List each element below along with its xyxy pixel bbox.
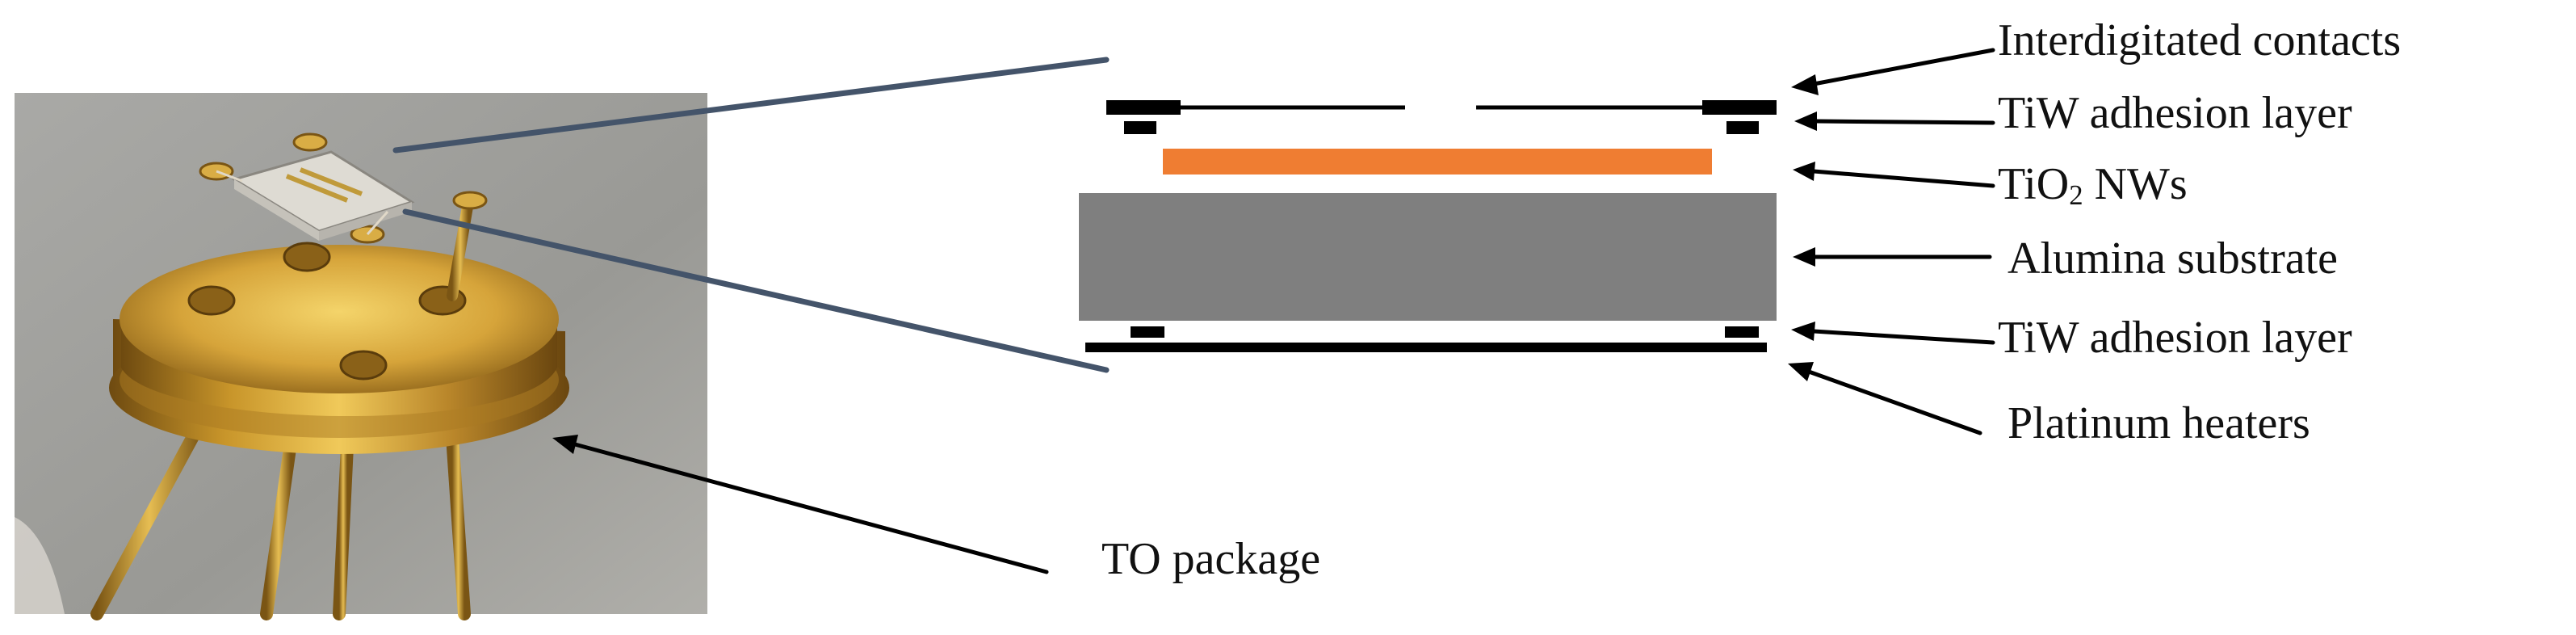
tiw-adhesion-bottom-right xyxy=(1725,326,1759,338)
zoom-lines xyxy=(392,57,1110,373)
arrow-interdigitated xyxy=(1791,48,1995,95)
label-tio2-prefix: TiO xyxy=(1998,159,2070,209)
tiw-adhesion-top-right xyxy=(1726,121,1759,134)
tiw-adhesion-bottom-left xyxy=(1131,326,1164,338)
label-tiw-adhesion-bottom: TiW adhesion layer xyxy=(1998,313,2352,363)
label-to-package: TO package xyxy=(1101,534,1321,584)
arrow-to-package xyxy=(552,435,1049,574)
contact-pad-left xyxy=(1106,100,1181,115)
tiw-adhesion-top-left xyxy=(1124,121,1156,134)
label-alumina-substrate: Alumina substrate xyxy=(2008,233,2339,284)
package-header-top xyxy=(120,245,559,393)
arrow-alumina xyxy=(1793,247,1992,267)
sensor-chip xyxy=(216,150,415,241)
to-package-photo xyxy=(15,93,707,620)
label-platinum-heaters: Platinum heaters xyxy=(2008,398,2310,448)
label-tio2-subscript: 2 xyxy=(2069,179,2083,211)
tio2-nanowire-layer xyxy=(1163,149,1712,175)
arrow-platinum xyxy=(1788,362,1982,435)
package-legs xyxy=(90,414,471,620)
platinum-heater-line xyxy=(1085,343,1767,352)
arrow-tiw-bottom xyxy=(1791,322,1995,345)
label-tio2-nws: TiO2 NWs xyxy=(1998,162,2188,210)
photo-shadow-bottom-left xyxy=(15,517,65,614)
zoom-line-bottom xyxy=(402,208,1110,373)
arrow-tiw-top xyxy=(1794,111,1995,131)
zoom-line-top xyxy=(392,57,1110,153)
pin-holes xyxy=(187,242,467,381)
contact-pad-right xyxy=(1702,100,1777,115)
label-interdigitated-contacts: Interdigitated contacts xyxy=(1998,15,2402,65)
alumina-substrate xyxy=(1079,193,1777,321)
label-arrows xyxy=(552,48,1995,574)
arrow-tio2 xyxy=(1793,162,1995,188)
cross-section xyxy=(1079,100,1777,352)
label-tiw-adhesion-top: TiW adhesion layer xyxy=(1998,88,2352,138)
label-tio2-suffix: NWs xyxy=(2083,159,2188,209)
